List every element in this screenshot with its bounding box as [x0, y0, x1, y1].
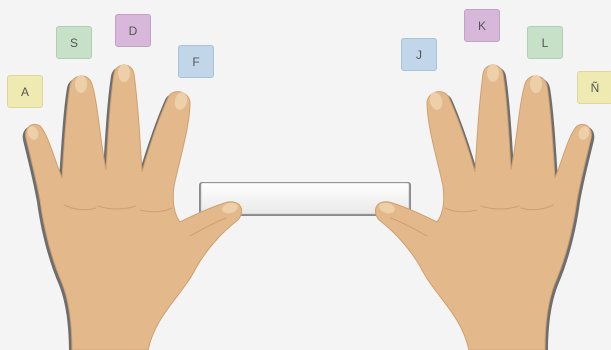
key-a-label: A	[21, 85, 29, 99]
key-l-label: L	[542, 36, 549, 50]
key-j-label: J	[416, 48, 422, 62]
key-j[interactable]: J	[401, 38, 437, 71]
key-s-label: S	[70, 36, 78, 50]
key-f[interactable]: F	[178, 45, 214, 78]
key-a[interactable]: A	[7, 75, 43, 108]
key-l[interactable]: L	[527, 26, 563, 59]
key-n-tilde-label: Ñ	[591, 81, 600, 95]
key-n-tilde[interactable]: Ñ	[577, 71, 611, 104]
key-d[interactable]: D	[115, 14, 151, 47]
key-k-label: K	[478, 19, 486, 33]
key-f-label: F	[192, 55, 199, 69]
key-d-label: D	[129, 24, 138, 38]
key-s[interactable]: S	[56, 26, 92, 59]
key-k[interactable]: K	[464, 9, 500, 42]
